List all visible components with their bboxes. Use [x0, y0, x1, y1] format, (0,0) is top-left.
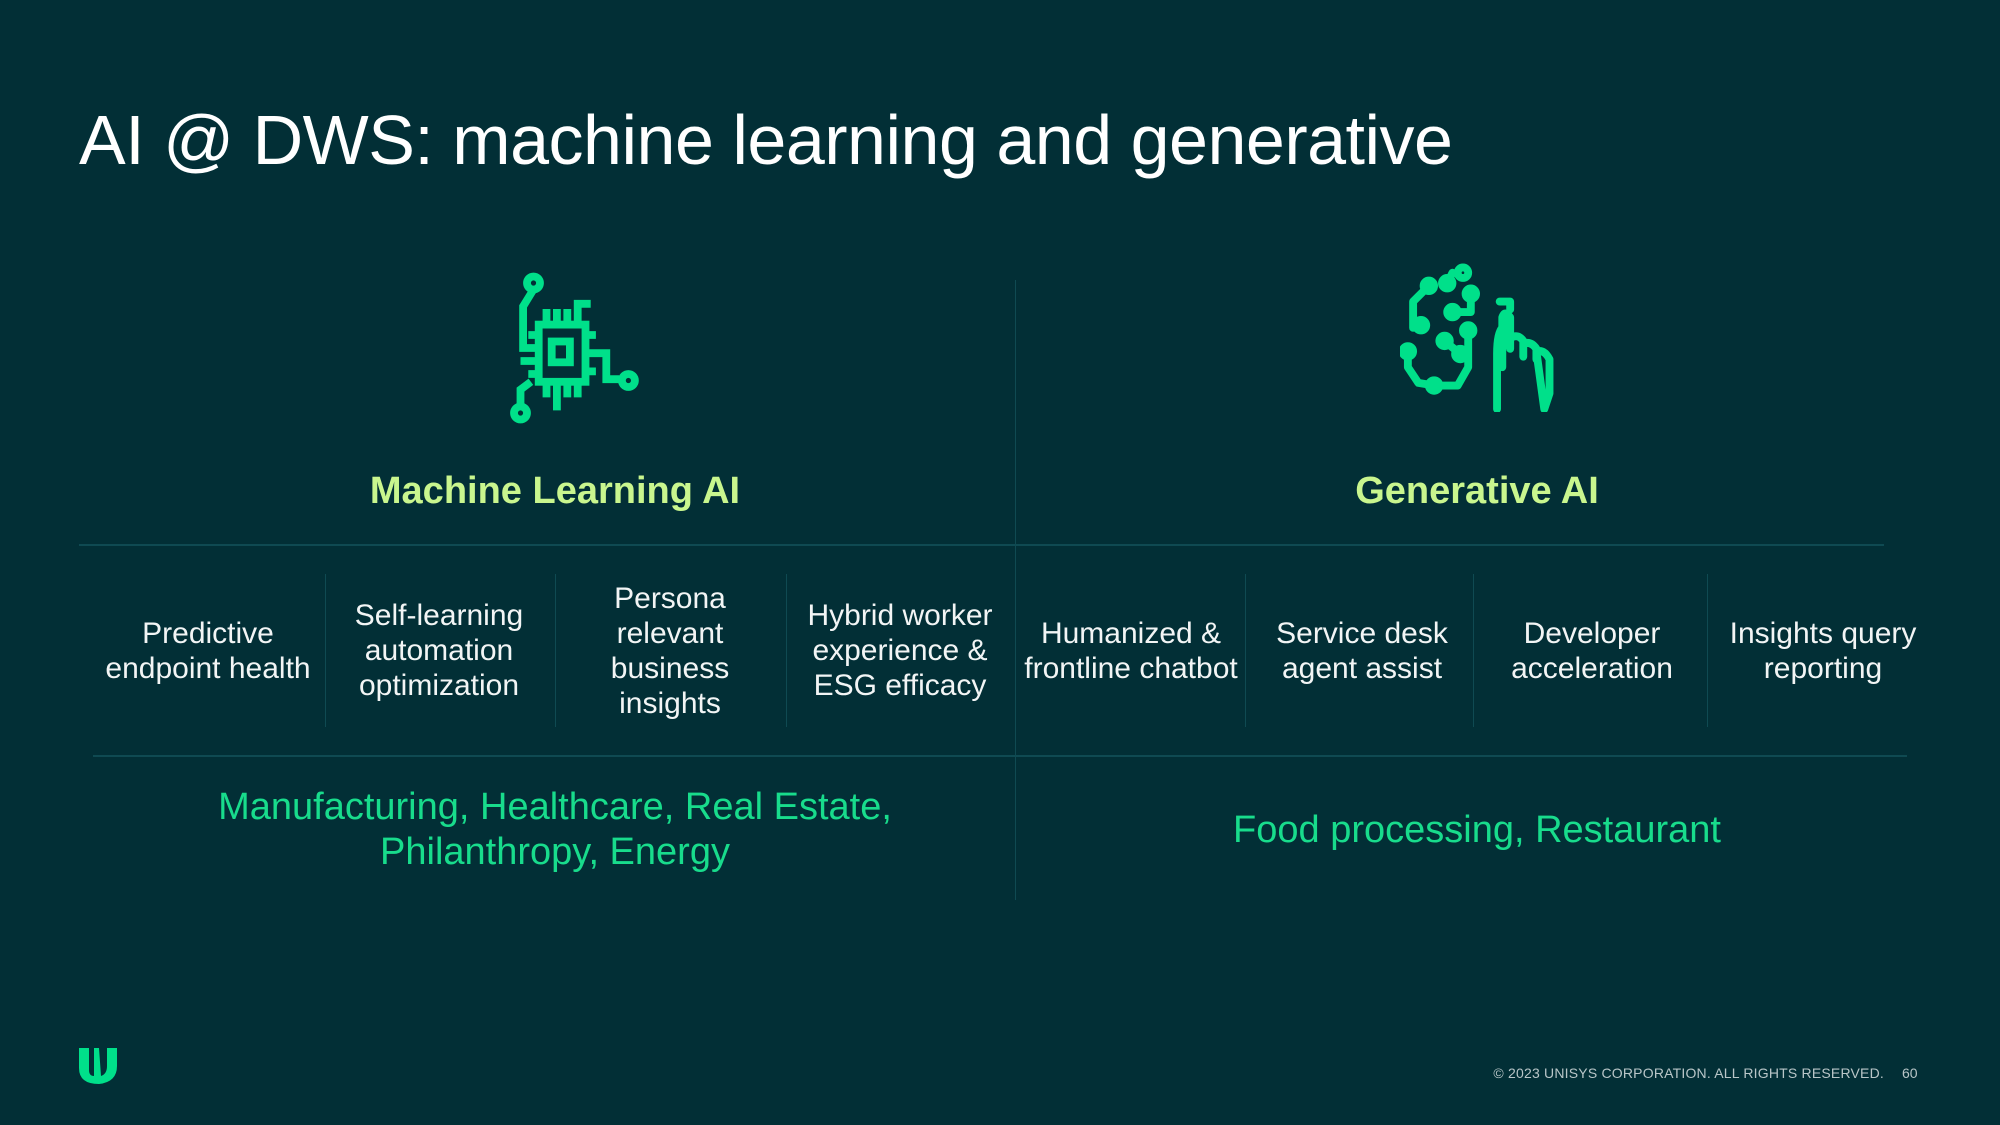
use-case: Persona relevant business insights: [610, 581, 730, 720]
use-case: Service desk agent assist: [1276, 616, 1448, 685]
industry-line: Food processing, Restaurant: [1233, 809, 1721, 851]
slide-title: AI @ DWS: machine learning and generativ…: [79, 101, 1453, 179]
industry-line: Philanthropy, Energy: [380, 831, 730, 873]
column-divider: [325, 574, 326, 727]
usecase-divider: [93, 755, 1907, 757]
column-divider: [555, 574, 556, 727]
use-case: Insights query reporting: [1729, 616, 1917, 685]
chip-circuit-icon: [510, 272, 639, 424]
industry-line: Manufacturing, Healthcare, Real Estate,: [218, 786, 892, 828]
section-divider: [1015, 280, 1016, 900]
brain-hand-icon: [1400, 263, 1554, 412]
column-divider: [1707, 574, 1708, 727]
column-divider: [1245, 574, 1246, 727]
use-case: Predictive endpoint health: [105, 616, 311, 685]
column-divider: [1473, 574, 1474, 727]
page-number: 60: [1902, 1065, 1918, 1081]
use-case: Hybrid worker experience & ESG efficacy: [807, 599, 993, 702]
use-case: Self-learning automation optimization: [354, 599, 524, 702]
column-divider: [786, 574, 787, 727]
use-case: Humanized & frontline chatbot: [1024, 616, 1238, 685]
copyright-text: © 2023 UNISYS CORPORATION. ALL RIGHTS RE…: [1493, 1065, 1884, 1081]
unisys-logo: [79, 1048, 117, 1084]
use-case: Developer acceleration: [1511, 616, 1673, 685]
gen-heading: Generative AI: [1355, 470, 1599, 512]
gen-industries: Food processing, Restaurant: [1027, 808, 1927, 853]
header-divider: [79, 544, 1884, 546]
ml-heading: Machine Learning AI: [369, 470, 741, 512]
ml-industries: Manufacturing, Healthcare, Real Estate, …: [105, 785, 1005, 875]
